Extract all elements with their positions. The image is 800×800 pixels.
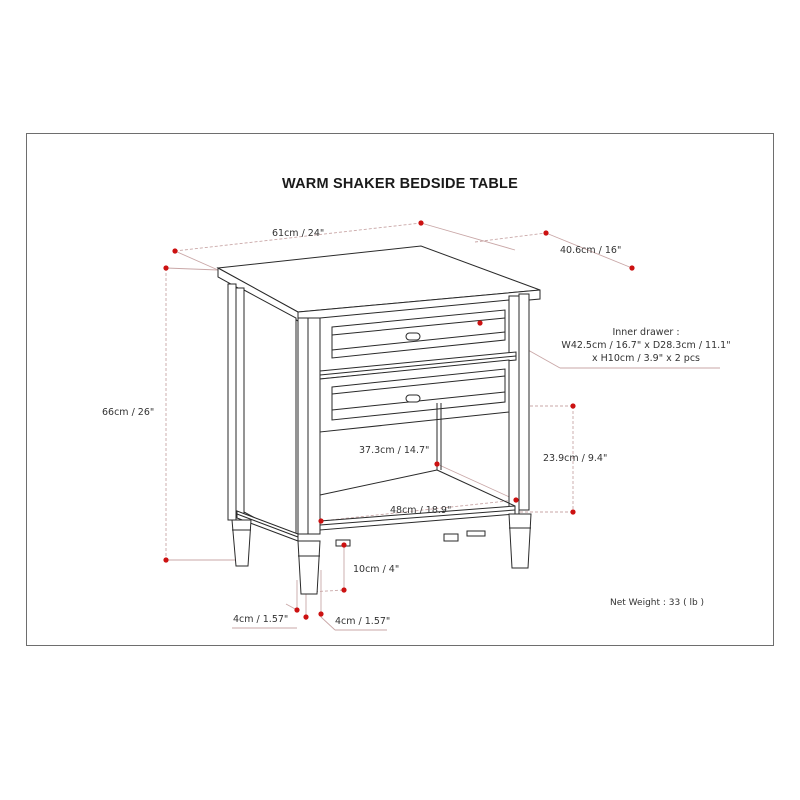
leg-width-side-label: 4cm / 1.57": [335, 616, 391, 627]
inner-width-label: 48cm / 18.9": [390, 505, 452, 516]
dimension-markers: [163, 220, 635, 620]
depth-label: 40.6cm / 16": [560, 245, 622, 256]
furniture-lines: [216, 245, 541, 595]
drawing-frame: [26, 133, 774, 646]
shelf-opening-height-label: 23.9cm / 9.4": [543, 453, 608, 464]
diagram-title: WARM SHAKER BEDSIDE TABLE: [282, 176, 518, 192]
width-label: 61cm / 24": [272, 228, 325, 239]
inner-depth-label: 37.3cm / 14.7": [359, 445, 430, 456]
inner-drawer-note: Inner drawer : W42.5cm / 16.7" x D28.3cm…: [556, 326, 736, 365]
leg-width-front-label: 4cm / 1.57": [233, 614, 289, 625]
ground-clearance-label: 10cm / 4": [353, 564, 400, 575]
inner-drawer-heading: Inner drawer :: [612, 327, 680, 338]
height-label: 66cm / 26": [102, 407, 155, 418]
net-weight-label: Net Weight : 33 ( lb ): [610, 598, 705, 608]
inner-drawer-line1: W42.5cm / 16.7" x D28.3cm / 11.1": [561, 340, 731, 351]
inner-drawer-line2: x H10cm / 3.9" x 2 pcs: [592, 353, 700, 364]
